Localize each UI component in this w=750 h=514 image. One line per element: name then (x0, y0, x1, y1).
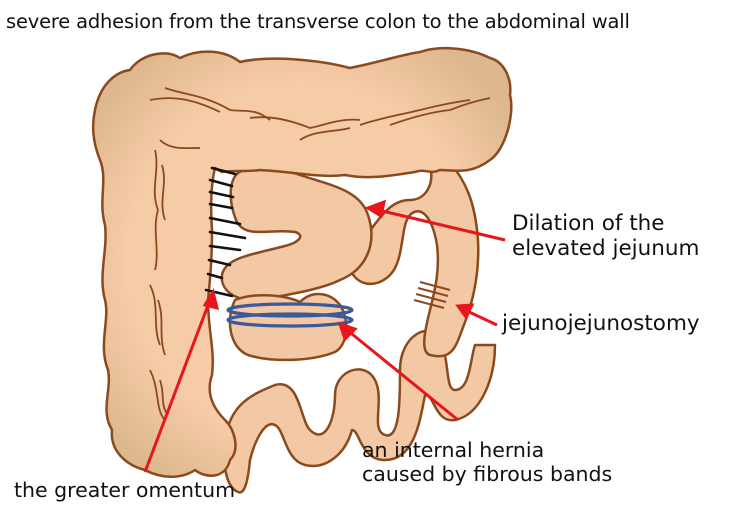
label-dilation-line2: elevated jejunum (512, 236, 700, 262)
arrow-jejunojejunostomy (466, 309, 498, 327)
elevated-jejunum (220, 166, 373, 302)
label-dilation-line1: Dilation of the (512, 211, 665, 236)
arrow-head-icon (202, 288, 220, 311)
label-dilation: Dilation of the elevated jejunum (512, 211, 699, 262)
label-hernia-line2: caused by fibrous bands (362, 462, 613, 487)
arrow-hernia (346, 328, 459, 422)
label-hernia-line1: an internal hernia (362, 438, 545, 462)
arrow-head-icon (364, 199, 387, 219)
adhesion-lines (204, 166, 247, 298)
arrow-omentum (143, 299, 212, 473)
fibrous-band-ring (226, 302, 354, 328)
arrow-head-icon (455, 303, 475, 320)
anastomosis-marks (413, 281, 451, 309)
arrow-dilation (377, 208, 506, 242)
figure-title: severe adhesion from the transverse colo… (6, 10, 630, 33)
haustra-lines (149, 87, 491, 421)
arrow-head-icon (337, 321, 358, 342)
label-hernia: an internal hernia caused by fibrous ban… (362, 438, 612, 486)
small-bowel-loops (223, 329, 497, 494)
label-omentum: the greater omentum (14, 478, 236, 502)
annotation-arrows (143, 199, 506, 473)
label-jejunojejunostomy: jejunojejunostomy (502, 311, 700, 336)
